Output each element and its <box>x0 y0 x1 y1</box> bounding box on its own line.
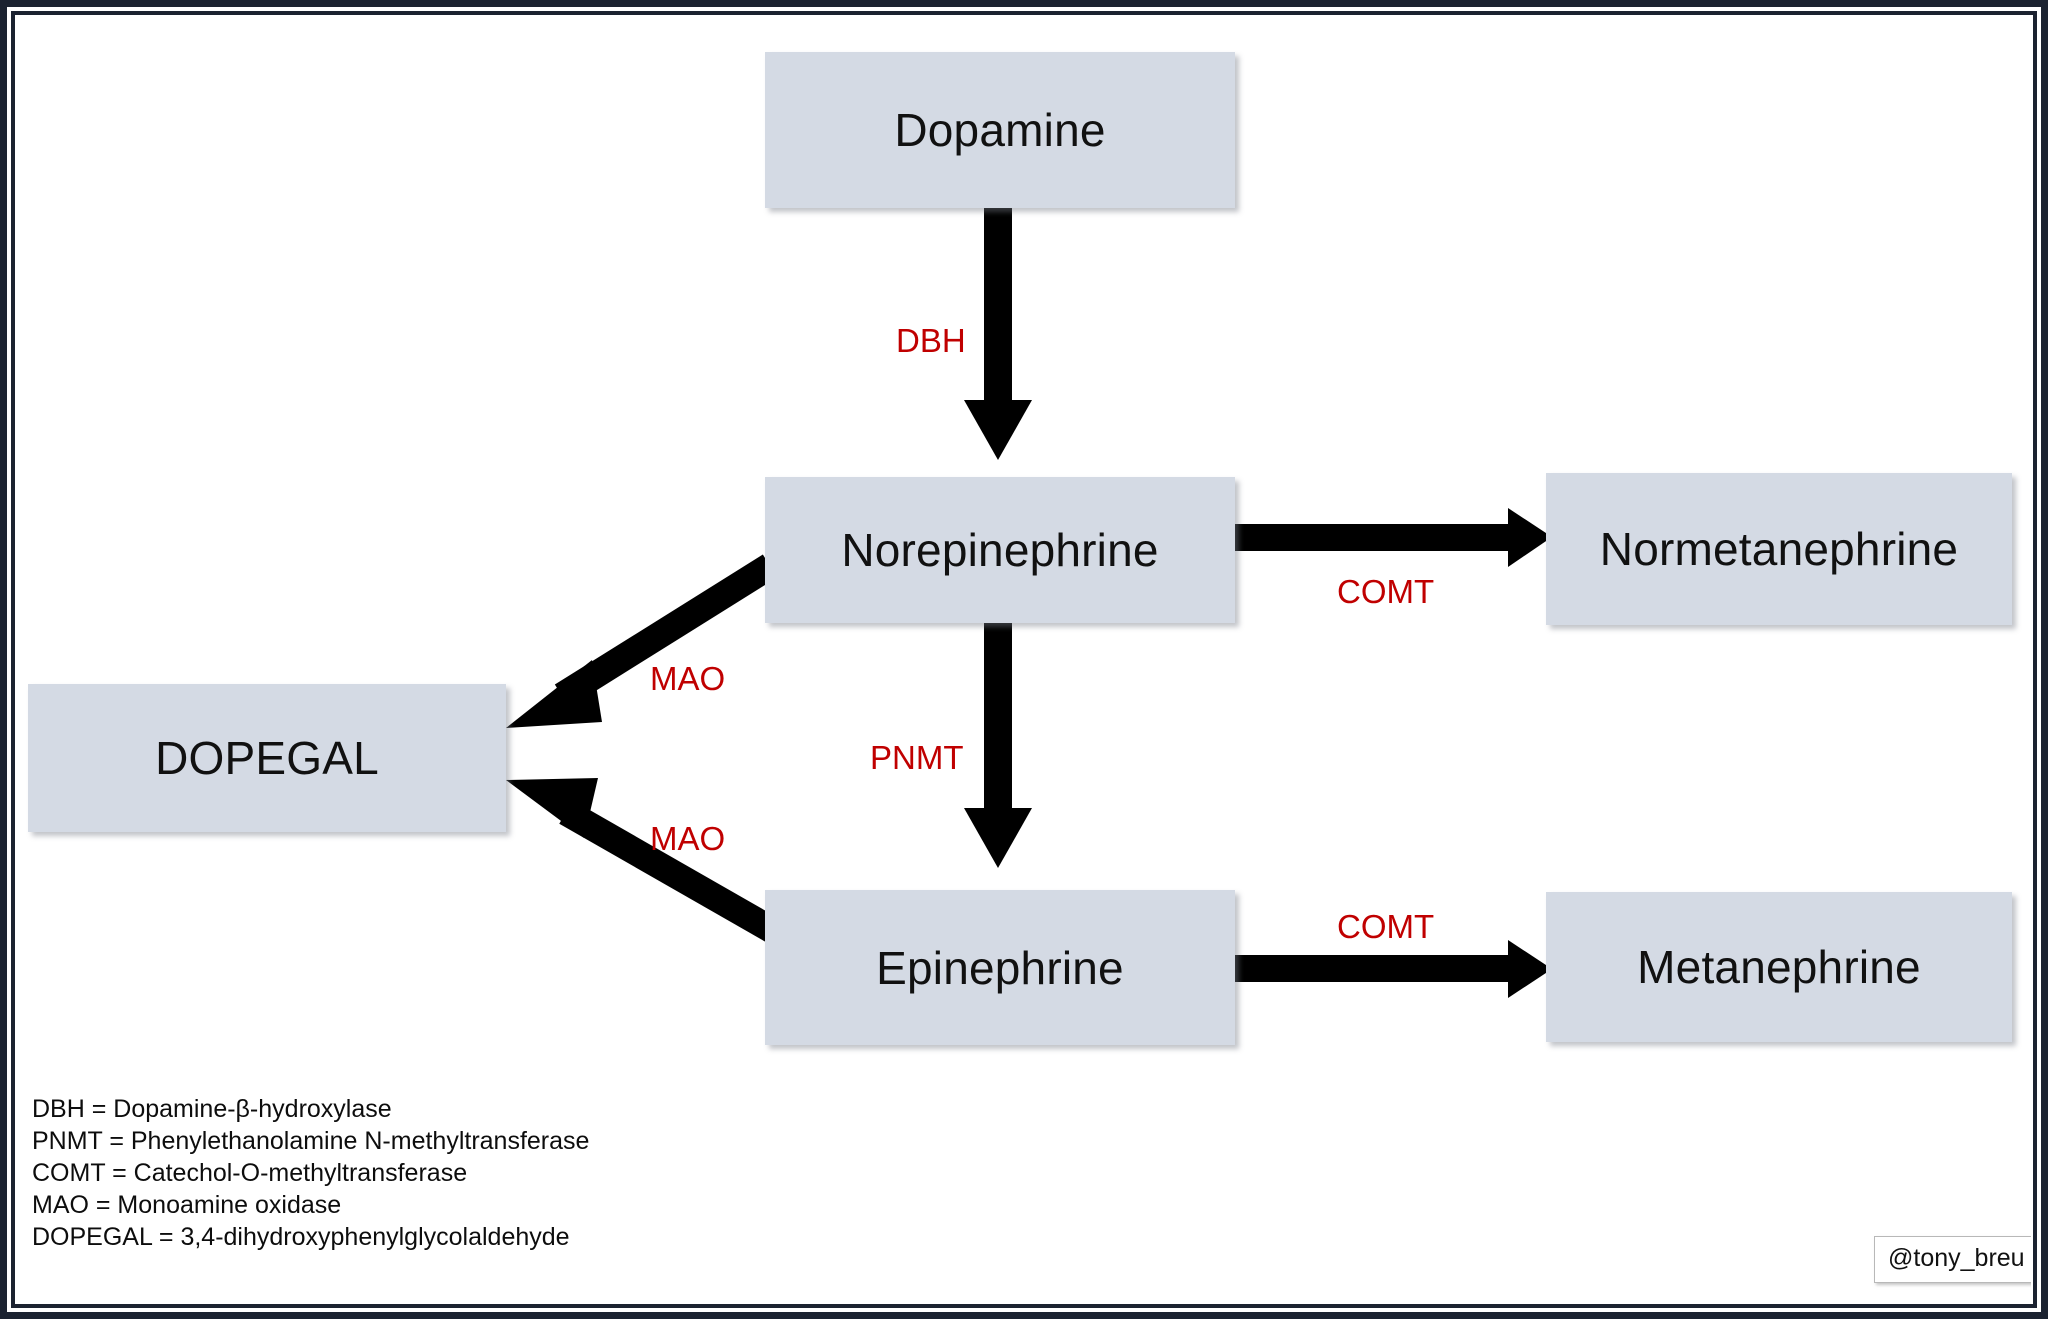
node-dopamine-label: Dopamine <box>894 104 1106 156</box>
node-dopegal[interactable]: DOPEGAL <box>28 684 506 832</box>
abbreviation-legend: DBH = Dopamine-β-hydroxylase PNMT = Phen… <box>32 1093 589 1253</box>
arrow-comt-bottom <box>1232 940 1552 998</box>
node-norepinephrine-label: Norepinephrine <box>841 524 1159 576</box>
arrow-comt-top <box>1232 508 1552 567</box>
arrow-pnmt <box>964 622 1032 868</box>
node-dopamine[interactable]: Dopamine <box>765 52 1235 208</box>
node-normetanephrine[interactable]: Normetanephrine <box>1546 473 2012 625</box>
arrow-dbh <box>964 206 1032 460</box>
author-watermark: @tony_breu <box>1874 1236 2039 1283</box>
node-epinephrine-label: Epinephrine <box>876 941 1124 994</box>
enzyme-label-comt-top: COMT <box>1337 573 1435 610</box>
node-metanephrine-label: Metanephrine <box>1637 941 1921 993</box>
arrow-mao-top <box>506 554 778 728</box>
node-epinephrine[interactable]: Epinephrine <box>765 890 1235 1045</box>
legend-item: COMT = Catechol-O-methyltransferase <box>32 1159 468 1187</box>
enzyme-label-pnmt: PNMT <box>870 739 964 776</box>
node-metanephrine[interactable]: Metanephrine <box>1546 892 2012 1042</box>
node-norepinephrine[interactable]: Norepinephrine <box>765 477 1235 623</box>
enzyme-label-comt-bottom: COMT <box>1337 908 1435 945</box>
legend-item: MAO = Monoamine oxidase <box>32 1191 342 1219</box>
node-dopegal-label: DOPEGAL <box>155 732 379 784</box>
enzyme-label-dbh: DBH <box>896 322 966 359</box>
legend-item: DBH = Dopamine-β-hydroxylase <box>32 1095 392 1123</box>
arrow-mao-bottom <box>506 778 779 942</box>
legend-item: PNMT = Phenylethanolamine N-methyltransf… <box>32 1127 590 1155</box>
enzyme-label-mao-top: MAO <box>650 660 726 697</box>
node-normetanephrine-label: Normetanephrine <box>1599 523 1959 575</box>
enzyme-label-mao-bottom: MAO <box>650 820 726 857</box>
legend-item: DOPEGAL = 3,4-dihydroxyphenylglycolaldeh… <box>32 1223 570 1251</box>
